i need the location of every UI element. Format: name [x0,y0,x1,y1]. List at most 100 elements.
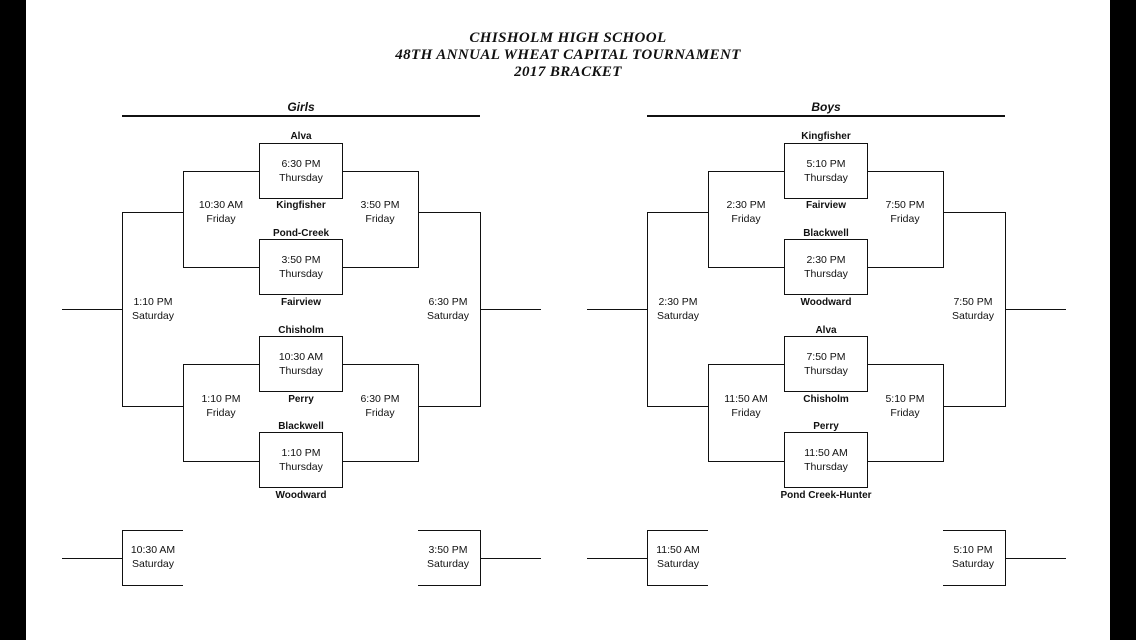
girls-bracket-line [122,585,183,586]
boys-team: Fairview [805,200,847,211]
game-day: Friday [206,407,236,419]
girls-bracket-line [62,558,122,559]
girls-first-round-box [259,432,343,488]
girls-team: Pond-Creek [272,228,330,239]
boys-bracket-line [868,364,943,365]
girls-bracket-line [122,212,183,213]
game-day: Saturday [656,310,700,322]
game-time: 10:30 AM [278,351,324,363]
game-time: 2:30 PM [806,254,846,266]
game-day: Friday [890,213,920,225]
boys-bracket-line [708,461,784,462]
girls-team: Woodward [275,490,327,501]
game-day: Thursday [279,172,323,184]
boys-team: Pond Creek-Hunter [780,490,872,501]
game-time: 5:10 PM [953,544,993,556]
boys-bracket-line [708,171,709,268]
game-day: Saturday [951,558,995,570]
boys-first-round-game: 2:30 PM Thursday [781,253,871,281]
girls-team: Chisholm [278,325,324,336]
boys-bracket-line [868,171,943,172]
game-time: 6:30 PM [281,158,321,170]
boys-bracket-line [868,461,943,462]
game-time: 1:10 PM [281,447,321,459]
girls-first-round-box [259,336,343,392]
game-day: Thursday [279,365,323,377]
game-day: Friday [365,213,395,225]
boys-division-heading: Boys [811,100,841,114]
boys-team: Blackwell [803,228,849,239]
boys-bracket-line [708,267,784,268]
girls-bracket-line [418,364,419,462]
girls-bracket-line [343,267,418,268]
boys-bracket-line [943,406,1005,407]
game-time: 10:30 AM [198,199,244,211]
boys-first-round-box [784,336,868,392]
game-time: 1:10 PM [201,393,241,405]
girls-first-round-game: 1:10 PM Thursday [256,446,346,474]
girls-bracket-line [122,406,183,407]
boys-bracket-line [647,406,708,407]
game-time: 10:30 AM [130,544,176,556]
girls-bracket-line [418,406,480,407]
game-time: 6:30 PM [428,296,468,308]
boys-bracket-line [647,530,708,531]
game-day: Thursday [804,172,848,184]
girls-bracket-line [418,530,480,531]
boys-bracket-line [708,171,784,172]
girls-bracket-line [62,309,122,310]
game-time: 2:30 PM [658,296,698,308]
girls-placement-game: 3:50 PM Saturday [403,543,493,571]
girls-team: Perry [288,394,314,405]
boys-first-round-box [784,239,868,295]
boys-team: Perry [813,421,839,432]
game-time: 11:50 AM [656,544,700,556]
girls-bracket-line [480,309,541,310]
game-time: 11:50 AM [724,393,768,405]
girls-team: Alva [290,131,312,142]
girls-bracket-line [418,212,480,213]
girls-bracket-line [343,171,418,172]
boys-bracket-line [1005,558,1066,559]
game-day: Saturday [426,558,470,570]
title-tournament: 48TH ANNUAL WHEAT CAPITAL TOURNAMENT [395,47,741,63]
girls-bracket-line [343,364,418,365]
girls-division-heading: Girls [287,100,315,114]
boys-first-round-box [784,143,868,199]
boys-bracket-line [1005,309,1066,310]
boys-bracket-line [943,212,1005,213]
boys-bracket-line [943,585,1005,586]
boys-bracket-line [587,309,647,310]
boys-bracket-line [647,212,708,213]
boys-bracket-line [943,530,1005,531]
girls-bracket-line [183,171,259,172]
girls-bracket-line [183,267,259,268]
game-day: Thursday [279,268,323,280]
girls-team: Blackwell [278,421,324,432]
game-day: Thursday [279,461,323,473]
boys-bracket-line [647,212,648,407]
boys-division-rule [647,115,1005,117]
game-time: 3:50 PM [428,544,468,556]
boys-team: Alva [815,325,837,336]
girls-bracket-line [122,530,183,531]
game-day: Thursday [804,365,848,377]
girls-bracket-line [183,364,184,462]
boys-consolation-final: 2:30 PM Saturday [633,295,723,323]
girls-consolation-game: 1:10 PM Friday [176,392,266,420]
game-day: Friday [365,407,395,419]
game-day: Thursday [804,268,848,280]
game-time: 1:10 PM [133,296,173,308]
